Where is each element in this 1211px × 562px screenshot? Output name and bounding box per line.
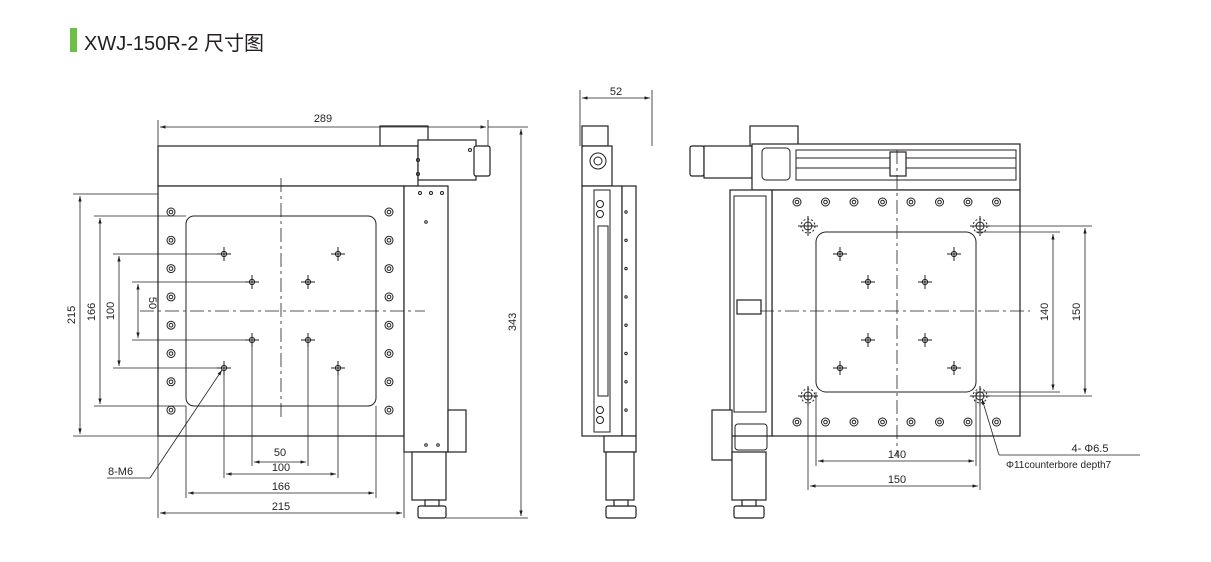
tapped-hole [947, 247, 961, 261]
counterbore-hole [935, 417, 944, 427]
counterbore-hole [992, 197, 1001, 207]
dim-343: 343 [507, 313, 519, 331]
counterbore-hole [384, 264, 394, 274]
tapped-hole [861, 275, 875, 289]
counterbore-hole [849, 197, 859, 207]
counterbore-hole [166, 235, 176, 245]
counterbore-hole [992, 417, 1001, 427]
tapped-hole [331, 247, 345, 261]
counterbore-hole [906, 197, 916, 207]
counterbore-hole [384, 292, 394, 302]
dim-289: 289 [314, 113, 332, 125]
counterbore-hole [849, 417, 859, 427]
dim-150-vertical: 150 [1071, 303, 1083, 321]
dim-166-horizontal: 166 [272, 481, 290, 493]
top-view-dimensions: 289 343 215 166 100 50 50 100 166 [66, 113, 528, 519]
top-view [140, 125, 491, 519]
callout-hole-size: 4- Φ6.5 [1072, 443, 1109, 455]
dim-100-vertical: 100 [105, 302, 117, 320]
counterbore-hole [384, 405, 394, 415]
dim-50-horizontal: 50 [274, 447, 286, 459]
tapped-hole [833, 247, 847, 261]
tapped-hole [861, 333, 875, 347]
tapped-hole [301, 275, 315, 289]
counterbore-hole [792, 197, 802, 207]
counterbore-hole [166, 349, 176, 358]
counterbore-hole [906, 417, 916, 427]
counterbore-hole [384, 207, 394, 217]
dim-52: 52 [610, 86, 622, 98]
counterbore-hole [878, 197, 887, 207]
counterbore-hole [166, 320, 176, 330]
side-view: 52 [579, 86, 653, 519]
counterbore-hole [384, 349, 394, 358]
tapped-hole [947, 361, 961, 375]
dim-100-horizontal: 100 [272, 462, 290, 474]
callout-8-m6: 8-M6 [108, 466, 133, 478]
counterbore-hole [384, 235, 394, 245]
dim-50-vertical: 50 [146, 297, 158, 309]
callout-counterbore: Φ11counterbore depth7 [1006, 460, 1112, 471]
tapped-hole [918, 275, 932, 289]
front-view-dimensions: 140 150 140 150 4- Φ6.5 Φ11counterbore d… [807, 225, 1140, 490]
counterbore-hole [878, 417, 887, 427]
tapped-hole [918, 333, 932, 347]
dim-166-vertical: 166 [86, 303, 98, 321]
counterbore-hole [935, 197, 944, 207]
mounting-hole [798, 216, 818, 236]
counterbore-hole [166, 264, 176, 274]
counterbore-hole [166, 292, 176, 302]
dim-140-vertical: 140 [1039, 303, 1051, 321]
counterbore-hole [821, 417, 830, 427]
dim-215-horizontal: 215 [272, 501, 290, 513]
counterbore-hole [792, 417, 802, 427]
dim-215-vertical: 215 [66, 306, 78, 324]
tapped-hole [833, 361, 847, 375]
counterbore-hole [963, 197, 973, 207]
counterbore-hole [963, 417, 973, 427]
counterbore-hole [821, 197, 830, 207]
title-accent-bar [70, 28, 77, 52]
counterbore-hole [384, 320, 394, 330]
page-title: XWJ-150R-2 尺寸图 [84, 33, 265, 55]
counterbore-hole [166, 377, 176, 387]
front-view [689, 125, 1030, 519]
counterbore-hole [384, 377, 394, 387]
dim-150-horizontal: 150 [888, 474, 906, 486]
dim-140-horizontal: 140 [888, 449, 906, 461]
